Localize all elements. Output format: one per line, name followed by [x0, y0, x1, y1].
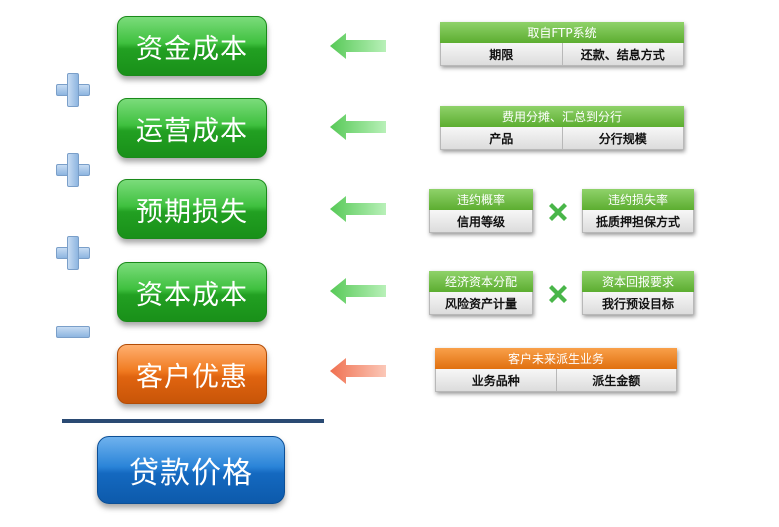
cost-allocation-card: 费用分摊、汇总到分行 产品 分行规模 [440, 106, 684, 150]
card-title: 违约损失率 [582, 189, 694, 210]
card-cell: 期限 [489, 47, 514, 62]
left-arrow-icon [330, 358, 386, 384]
capital-return-card: 资本回报要求 我行预设目标 [582, 271, 694, 315]
card-cell: 还款、结息方式 [561, 43, 684, 65]
multiply-icon [549, 203, 567, 221]
plus-icon [56, 153, 90, 187]
card-title: 客户未来派生业务 [435, 348, 677, 369]
left-arrow-icon [330, 114, 386, 140]
card-title: 资本回报要求 [582, 271, 694, 292]
left-arrow-icon [330, 33, 386, 59]
ftp-source-card: 取自FTP系统 期限 还款、结息方式 [440, 22, 684, 66]
card-title: 取自FTP系统 [440, 22, 684, 43]
card-cell: 我行预设目标 [601, 296, 674, 311]
card-cell: 抵质押担保方式 [595, 214, 680, 229]
card-cell: 业务品种 [471, 373, 520, 388]
economic-capital-card: 经济资本分配 风险资产计量 [429, 271, 533, 315]
loan-price-box: 贷款价格 [97, 436, 285, 504]
card-cell: 产品 [489, 131, 514, 146]
plus-icon [56, 73, 90, 107]
customer-discount-box: 客户优惠 [117, 344, 267, 404]
loss-given-default-card: 违约损失率 抵质押担保方式 [582, 189, 694, 233]
card-cell: 分行规模 [561, 127, 684, 149]
derived-business-card: 客户未来派生业务 业务品种 派生金额 [435, 348, 677, 392]
default-probability-card: 违约概率 信用等级 [429, 189, 533, 233]
capital-cost-box: 资本成本 [117, 262, 267, 322]
operating-cost-box: 运营成本 [117, 98, 267, 158]
card-cell: 信用等级 [456, 214, 505, 229]
card-title: 经济资本分配 [429, 271, 533, 292]
card-title: 费用分摊、汇总到分行 [440, 106, 684, 127]
left-arrow-icon [330, 196, 386, 222]
card-cell: 风险资产计量 [444, 296, 517, 311]
minus-icon [56, 326, 90, 338]
plus-icon [56, 236, 90, 270]
funding-cost-box: 资金成本 [117, 16, 267, 76]
sum-divider-line [62, 419, 324, 423]
expected-loss-box: 预期损失 [117, 179, 267, 239]
card-cell: 派生金额 [555, 369, 677, 391]
card-title: 违约概率 [429, 189, 533, 210]
left-arrow-icon [330, 278, 386, 304]
multiply-icon [549, 285, 567, 303]
